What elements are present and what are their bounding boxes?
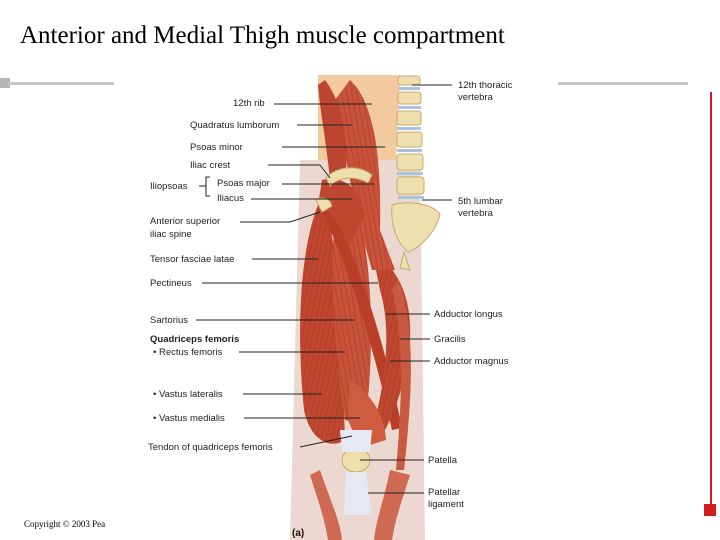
label-adductor-magnus: Adductor magnus	[434, 356, 509, 367]
thigh-muscles	[300, 80, 411, 470]
gracilis-muscle	[392, 280, 411, 470]
iliacus-muscle	[318, 178, 365, 245]
left-horizontal-rule	[8, 82, 114, 85]
label-quadratus-lumborum: Quadratus lumborum	[190, 120, 279, 131]
label-vastus-lateralis: • Vastus lateralis	[153, 389, 223, 400]
iliac-crest-bone	[325, 167, 373, 187]
label-quadriceps-femoris: Quadriceps femoris	[150, 334, 239, 345]
right-rule-marker	[704, 504, 716, 516]
label-tensor-fasciae-latae: Tensor fasciae latae	[150, 254, 235, 265]
right-horizontal-rule	[558, 82, 688, 85]
label-patellar-ligament-line1: Patellar	[428, 487, 460, 498]
label-psoas-minor: Psoas minor	[190, 142, 243, 153]
label-gracilis: Gracilis	[434, 334, 466, 345]
sartorius-muscle	[322, 208, 402, 430]
slide-title: Anterior and Medial Thigh muscle compart…	[20, 22, 505, 49]
label-rectus-femoris: • Rectus femoris	[153, 347, 223, 358]
label-iliac-crest: Iliac crest	[190, 160, 230, 171]
quadratus-lumborum-muscle	[318, 80, 347, 180]
label-vastus-medialis: • Vastus medialis	[153, 413, 225, 424]
label-12th-rib: 12th rib	[233, 98, 265, 109]
figure-panel-label: (a)	[292, 528, 304, 539]
label-t12-line1: 12th thoracic	[458, 80, 513, 91]
label-quadriceps-tendon: Tendon of quadriceps femoris	[148, 442, 273, 453]
label-t12-line2: vertebra	[458, 92, 494, 103]
copyright-text: Copyright © 2003 Pea	[24, 519, 106, 529]
label-pectineus: Pectineus	[150, 278, 192, 289]
label-asis-line2: iliac spine	[150, 229, 192, 240]
label-l5-line1: 5th lumbar	[458, 196, 503, 207]
label-adductor-longus: Adductor longus	[434, 309, 503, 320]
label-sartorius: Sartorius	[150, 315, 188, 326]
quadriceps-tendon	[340, 430, 372, 452]
rectus-femoris-muscle	[332, 220, 372, 425]
right-vertical-rule	[710, 92, 712, 504]
label-iliacus: Iliacus	[217, 193, 244, 204]
label-iliopsoas: Iliopsoas	[150, 181, 188, 192]
knee-tendons	[310, 430, 410, 540]
left-leader-lines	[196, 103, 385, 448]
label-asis-line1: Anterior superior	[150, 216, 220, 227]
label-psoas-major: Psoas major	[217, 178, 270, 189]
patellar-ligament	[344, 472, 372, 515]
left-rule-marker	[0, 78, 10, 88]
skeletal-structures	[315, 75, 441, 473]
label-l5-line2: vertebra	[458, 208, 494, 219]
right-leader-lines	[360, 84, 452, 494]
sacrum-bone	[391, 202, 441, 253]
label-patellar-ligament-line2: ligament	[428, 499, 464, 510]
label-patella: Patella	[428, 455, 458, 466]
